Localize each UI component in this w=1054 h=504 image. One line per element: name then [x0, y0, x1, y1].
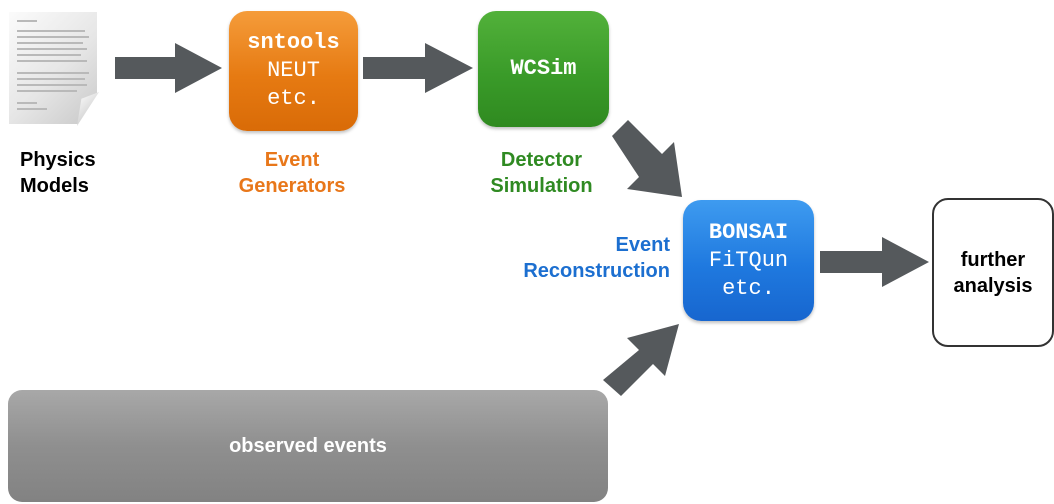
generators-label-line2: Generators: [238, 175, 346, 197]
observed-events-box: observed events: [8, 390, 608, 502]
physics-label-line2: Models: [20, 175, 89, 197]
generators-label-line1: Event: [264, 149, 320, 171]
reco-label-line1: Event: [615, 234, 670, 256]
reco-box-line2: FiTQun: [708, 247, 789, 273]
detector-simulation-label: Detector Simulation: [474, 147, 609, 199]
arrow-observed-to-reco: [603, 324, 679, 396]
generators-box-line3: etc.: [267, 86, 320, 111]
further-analysis-box: further analysis: [932, 198, 1054, 347]
simulation-box-line1: WCSim: [510, 56, 577, 81]
event-reconstruction-label: Event Reconstruction: [470, 232, 670, 284]
event-generators-box: sntools NEUT etc.: [229, 11, 358, 131]
reco-box-line3: etc.: [722, 275, 775, 301]
arrow-reco-to-further: [820, 237, 929, 287]
detector-simulation-box: WCSim: [478, 11, 609, 127]
further-line1: further: [960, 248, 1026, 271]
generators-box-line2: NEUT: [267, 58, 320, 83]
simulation-label-line2: Simulation: [490, 175, 593, 197]
document-icon: [5, 10, 105, 130]
simulation-label-line1: Detector: [500, 149, 583, 171]
reco-box-line1: BONSAI: [708, 219, 789, 245]
reco-label-line2: Reconstruction: [523, 260, 670, 282]
arrow-wcsim-to-reco: [612, 120, 682, 197]
observed-events-label: observed events: [229, 434, 387, 457]
generators-box-line1: sntools: [247, 30, 340, 55]
further-line2: analysis: [953, 274, 1033, 297]
event-generators-label: Event Generators: [232, 147, 352, 199]
physics-label-line1: Physics: [20, 149, 96, 171]
arrow-generators-to-wcsim: [363, 43, 473, 93]
arrow-physics-to-generators: [115, 43, 222, 93]
event-reconstruction-box: BONSAI FiTQun etc.: [683, 200, 814, 321]
physics-models-label: Physics Models: [20, 147, 96, 199]
